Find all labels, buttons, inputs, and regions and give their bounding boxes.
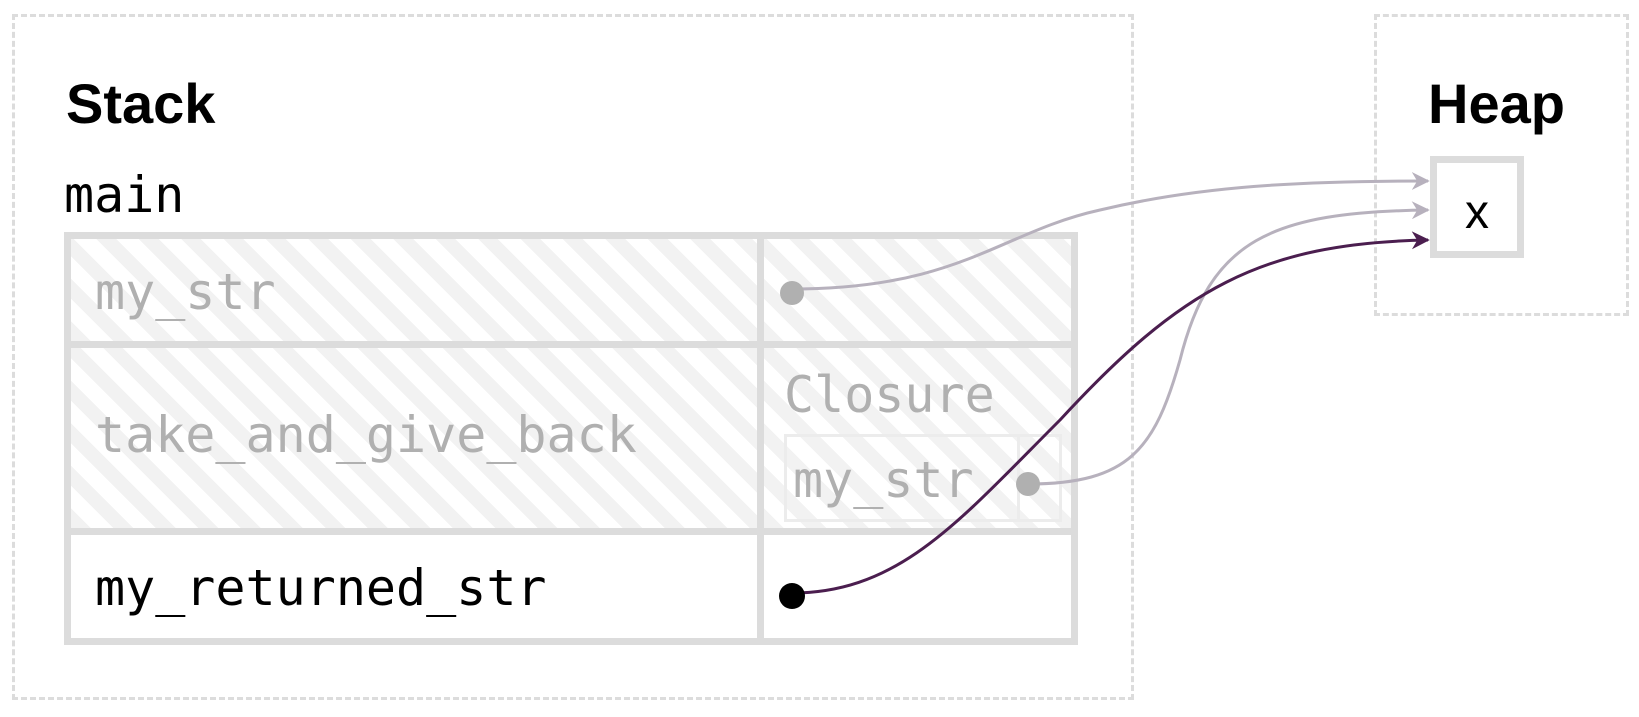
- stack-title: Stack: [66, 72, 216, 135]
- heap-value: x: [1465, 186, 1489, 239]
- closure-divider: [1017, 437, 1020, 519]
- stack-frame-table: my_str take_and_give_back Closure my_str…: [64, 232, 1078, 645]
- variable-value-cell: [757, 535, 1071, 645]
- table-row: my_str: [71, 239, 1071, 341]
- variable-value-cell: [757, 239, 1071, 341]
- variable-name: take_and_give_back: [95, 406, 637, 464]
- variable-name-cell: my_returned_str: [71, 535, 757, 645]
- variable-name: my_str: [95, 263, 276, 321]
- table-row: my_returned_str: [71, 535, 1071, 645]
- variable-value-cell: Closure my_str: [757, 348, 1071, 528]
- heap-object: x: [1430, 156, 1524, 258]
- variable-name-cell: take_and_give_back: [71, 348, 757, 528]
- variable-name-cell: my_str: [71, 239, 757, 341]
- heap-panel: [1374, 14, 1629, 316]
- variable-name: my_returned_str: [95, 559, 547, 617]
- heap-title: Heap: [1428, 72, 1565, 135]
- closure-label: Closure: [784, 366, 995, 424]
- table-row: take_and_give_back Closure my_str: [71, 341, 1071, 535]
- closure-captures: my_str: [784, 434, 1062, 522]
- frame-name: main: [64, 166, 185, 224]
- closure-captured-variable: my_str: [793, 451, 974, 509]
